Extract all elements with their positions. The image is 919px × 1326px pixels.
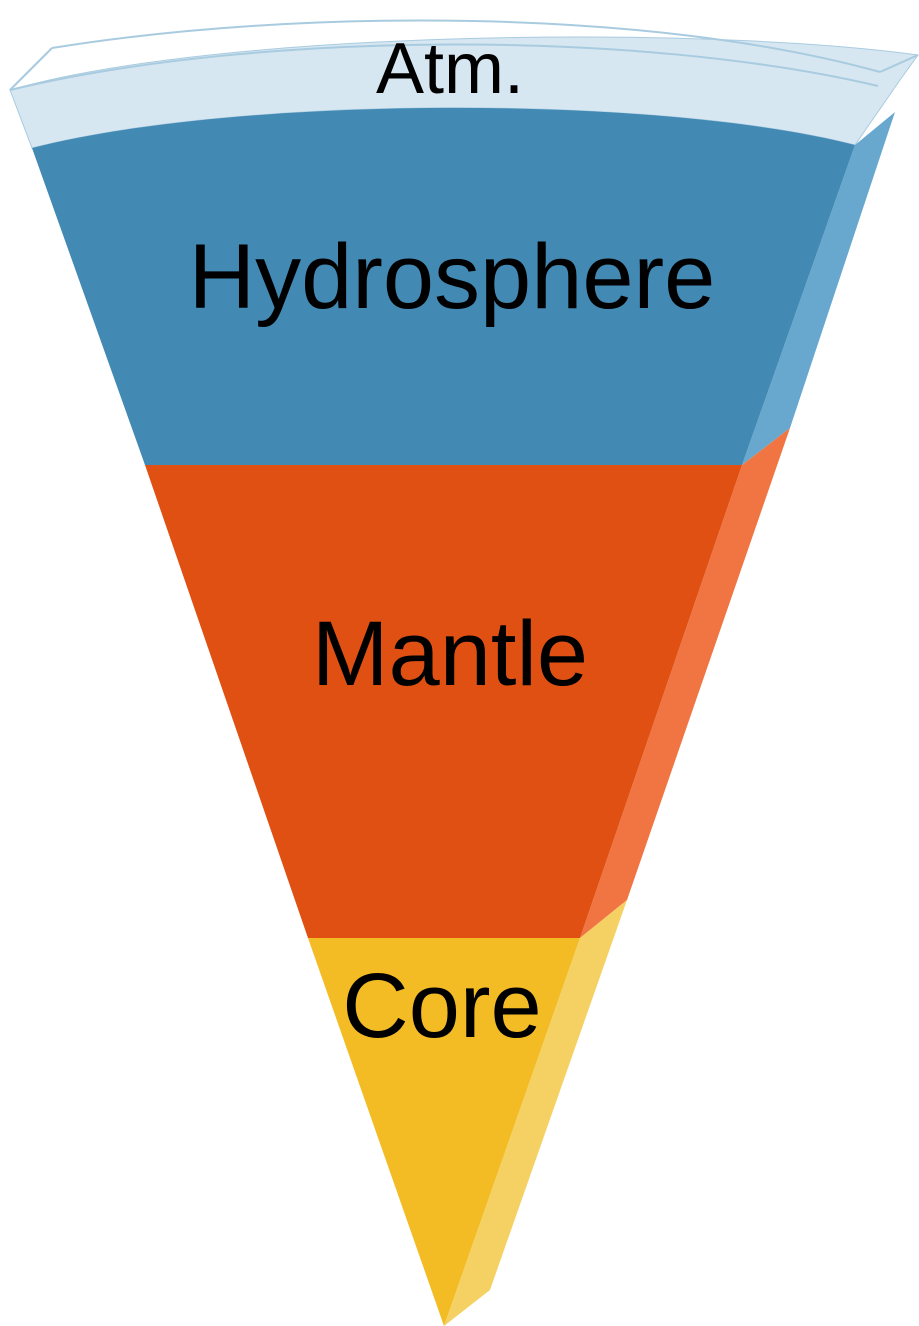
mantle-face — [145, 465, 742, 938]
atmosphere-right-edge — [879, 54, 919, 73]
mantle-label: Mantle — [312, 603, 588, 705]
core-label: Core — [342, 955, 541, 1057]
mantle-side — [580, 428, 790, 938]
atmosphere-top-rim — [51, 19, 881, 73]
hydrosphere-side — [742, 112, 895, 465]
hydrosphere-layer — [32, 107, 895, 465]
hydrosphere-face — [32, 107, 855, 465]
core-layer — [308, 900, 627, 1326]
atmosphere-inner-rim — [9, 43, 879, 91]
core-face — [308, 938, 580, 1326]
core-side — [444, 900, 627, 1326]
atmosphere-label: Atm. — [376, 29, 524, 109]
mantle-layer — [145, 428, 790, 938]
atmosphere-left-edge — [9, 47, 53, 91]
atmosphere-layer — [9, 19, 919, 149]
hydrosphere-label: Hydrosphere — [189, 226, 716, 328]
